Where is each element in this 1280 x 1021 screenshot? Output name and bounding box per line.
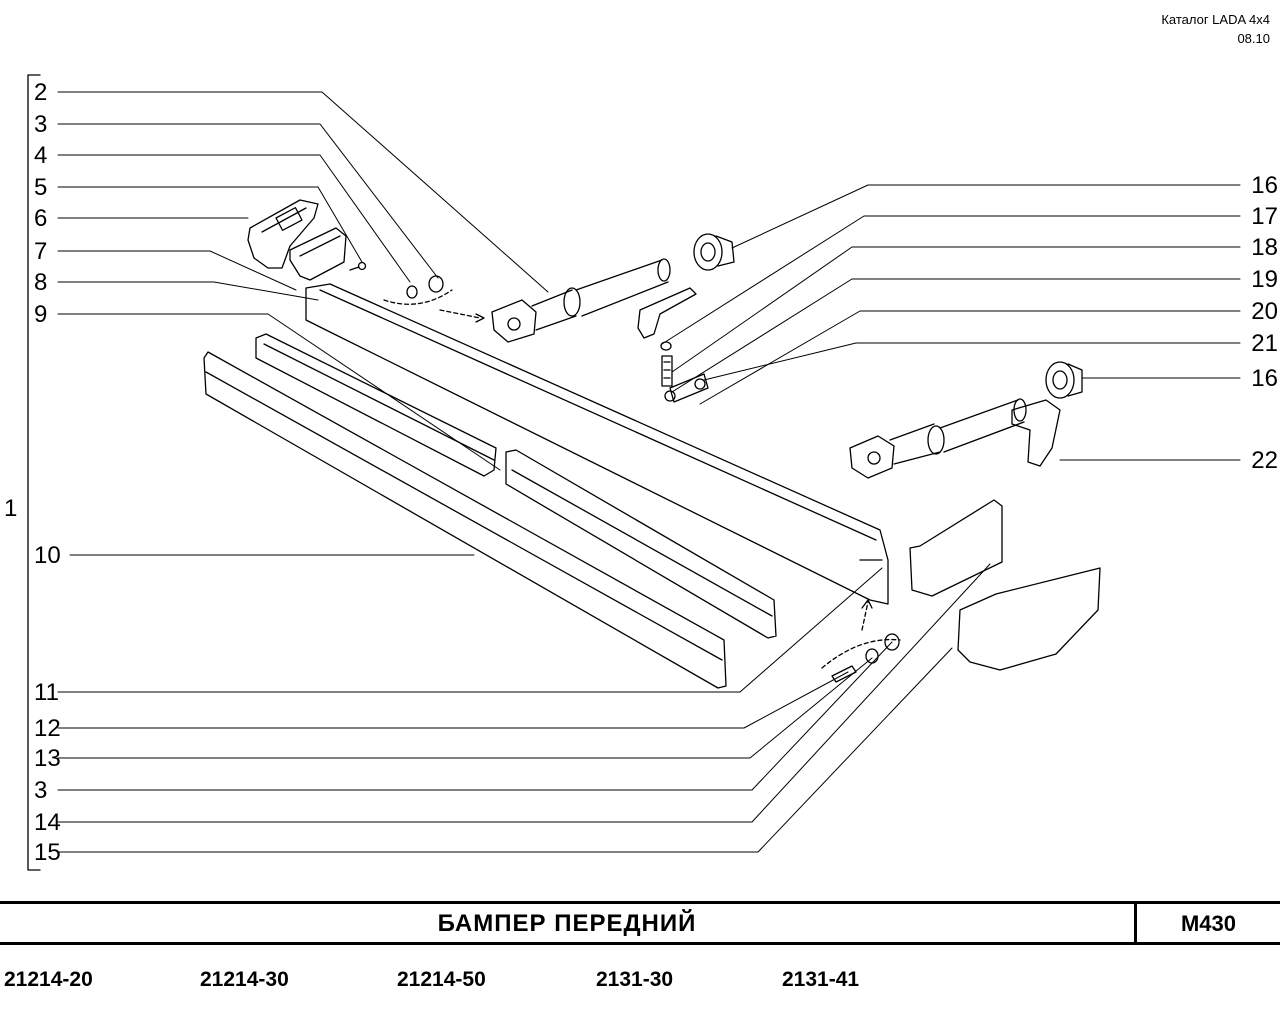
callout-19: 19 <box>1251 266 1278 293</box>
callout-17: 17 <box>1251 203 1278 230</box>
part-17-bracket <box>637 287 697 339</box>
callout-5: 5 <box>34 174 47 201</box>
callout-21: 21 <box>1251 330 1278 357</box>
dashed-arrow-left <box>383 289 481 319</box>
callout-22: 22 <box>1251 447 1278 474</box>
part-13-washer <box>865 648 879 664</box>
callout-15: 15 <box>34 839 61 866</box>
assembly-bracket <box>27 74 41 871</box>
part-10-face-bar <box>203 351 727 689</box>
callout-4: 4 <box>34 142 47 169</box>
callout-10: 10 <box>34 542 61 569</box>
dashed-arrow-right <box>821 601 901 669</box>
callout-14: 14 <box>34 809 61 836</box>
part-3-nut-right <box>884 633 900 651</box>
model-21214-30: 21214-30 <box>200 968 289 991</box>
part-9b-reinforcement <box>505 449 777 639</box>
exploded-parts-diagram: 1 <box>4 74 1278 871</box>
part-22-bracket <box>1011 399 1061 467</box>
part-8-bumper-beam <box>305 283 889 605</box>
callout-13: 13 <box>34 745 61 772</box>
part-4-washer <box>406 285 418 299</box>
part-19-bolt <box>661 355 673 387</box>
catalog-label: Каталог LADA 4x4 <box>1161 12 1270 27</box>
part-6-end-cap <box>247 199 319 269</box>
section-code: M430 <box>1180 911 1237 936</box>
part-9-reinforcement <box>255 333 497 477</box>
model-2131-30: 2131-30 <box>596 968 674 991</box>
callout-3: 3 <box>34 111 47 138</box>
code-box: M430 <box>1134 904 1280 942</box>
part-7-bracket <box>289 227 347 281</box>
page-title: БАМПЕР ПЕРЕДНИЙ <box>437 910 697 937</box>
model-21214-50: 21214-50 <box>397 968 486 991</box>
part-5-screw <box>357 261 367 271</box>
right-leader-lines <box>661 184 1241 461</box>
callout-16b: 16 <box>1251 365 1278 392</box>
model-21214-20: 21214-20 <box>4 968 93 991</box>
right-callout-numbers: 16 17 18 19 20 21 16 22 <box>1251 172 1278 474</box>
callout-11: 11 <box>34 679 59 706</box>
callout-18: 18 <box>1251 234 1278 261</box>
callout-6: 6 <box>34 205 47 232</box>
part-12-bolt <box>831 665 857 683</box>
callout-20: 20 <box>1251 298 1278 325</box>
part-16-bushing-lower <box>1045 361 1083 399</box>
catalog-date: 08.10 <box>1237 31 1270 46</box>
callout-3b: 3 <box>34 777 47 804</box>
callout-8: 8 <box>34 269 47 296</box>
title-bar: БАМПЕР ПЕРЕДНИЙ M430 <box>0 901 1280 945</box>
part-21-mount-tube <box>849 398 1027 479</box>
part-18-washer <box>660 341 672 351</box>
callout-12: 12 <box>34 715 61 742</box>
part-20-pin <box>669 373 709 403</box>
callout-16: 16 <box>1251 172 1278 199</box>
left-leader-lines <box>57 91 991 853</box>
part-3-nut <box>428 275 444 293</box>
left-callout-numbers: 2 3 4 5 6 7 8 9 10 11 12 13 3 14 15 <box>34 79 61 866</box>
part-14-bracket <box>909 499 1003 597</box>
part-2-mount-tube <box>491 258 671 343</box>
callout-2: 2 <box>34 79 47 106</box>
model-2131-41: 2131-41 <box>782 968 860 991</box>
callout-9: 9 <box>34 301 47 328</box>
part-15-end-cap <box>957 567 1101 671</box>
assembly-label: 1 <box>4 495 17 522</box>
callout-7: 7 <box>34 238 47 265</box>
part-16-bushing-upper <box>693 233 735 271</box>
